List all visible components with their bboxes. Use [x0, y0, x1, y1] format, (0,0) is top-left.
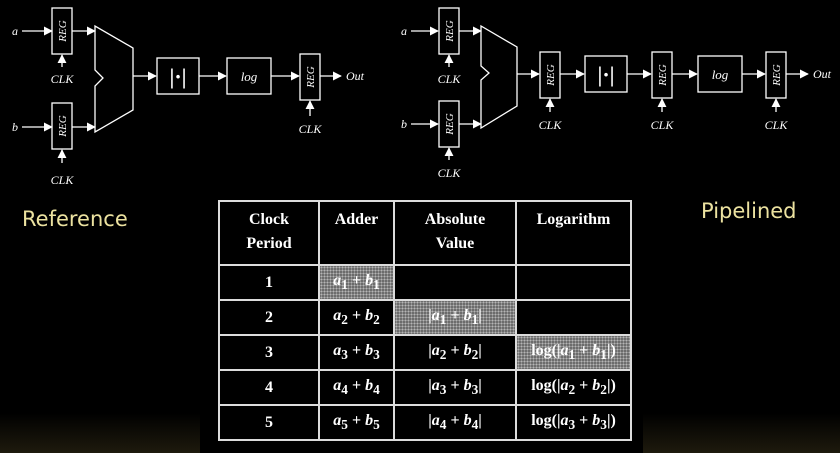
pipe-reg-3-label: REG — [771, 64, 783, 86]
cell-logarithm: log(|a1 + b1|) — [515, 334, 632, 371]
cell-absolute-value: |a2 + b2| — [393, 334, 517, 371]
ref-input-a-label: a — [12, 24, 18, 38]
cell-period: 5 — [218, 404, 320, 441]
cell-logarithm — [515, 264, 632, 301]
pipe-clk-a-label: CLK — [438, 72, 462, 86]
cell-adder: a5 + b5 — [318, 404, 395, 441]
pipe-clk-2-label: CLK — [651, 118, 675, 132]
cell-period: 2 — [218, 299, 320, 336]
ref-input-b-label: b — [12, 120, 18, 134]
cell-adder: a3 + b3 — [318, 334, 395, 371]
pipelined-circuit — [411, 7, 809, 160]
pipe-reg-b-label: REG — [444, 113, 456, 135]
header-logarithm: Logarithm — [515, 200, 632, 266]
cell-logarithm — [515, 299, 632, 336]
ref-reg-b-label: REG — [57, 115, 69, 137]
ref-reg-out-label: REG — [305, 66, 317, 88]
ref-reg-b — [51, 102, 73, 150]
cell-period: 3 — [218, 334, 320, 371]
reference-circuit — [22, 7, 342, 163]
pipe-reg-2-label: REG — [657, 64, 669, 86]
reference-caption: Reference — [22, 207, 128, 231]
pipe-input-b-label: b — [401, 117, 407, 131]
ref-reg-out — [299, 53, 321, 101]
ref-adder — [94, 24, 134, 134]
cell-absolute-value — [393, 264, 517, 301]
cell-absolute-value: |a1 + b1| — [393, 299, 517, 336]
pipe-clk-1-label: CLK — [539, 118, 563, 132]
pipe-reg-a-label: REG — [444, 20, 456, 42]
pipelined-caption: Pipelined — [701, 199, 797, 223]
pipe-abs-label: |·| — [597, 62, 614, 87]
pipe-out-label: Out — [813, 67, 832, 81]
cell-period: 4 — [218, 369, 320, 406]
ref-log-label: log — [241, 69, 258, 84]
ref-reg-a-label: REG — [57, 20, 69, 42]
cell-adder: a1 + b1 — [318, 264, 395, 301]
pipe-reg-1 — [539, 51, 561, 99]
pipe-reg-2 — [651, 51, 673, 99]
ref-clk-b-label: CLK — [51, 173, 75, 187]
pipe-reg-1-label: REG — [545, 64, 557, 86]
header-adder: Adder — [318, 200, 395, 266]
ref-abs-label: |·| — [169, 64, 186, 89]
cell-absolute-value: |a4 + b4| — [393, 404, 517, 441]
ref-clk-a-label: CLK — [51, 72, 75, 86]
cell-adder: a2 + b2 — [318, 299, 395, 336]
cell-logarithm: log(|a2 + b2|) — [515, 369, 632, 406]
pipe-clk-b-label: CLK — [438, 166, 462, 180]
pipe-clk-3-label: CLK — [765, 118, 789, 132]
cell-adder: a4 + b4 — [318, 369, 395, 406]
cell-period: 1 — [218, 264, 320, 301]
cell-absolute-value: |a3 + b3| — [393, 369, 517, 406]
pipe-adder — [480, 24, 518, 130]
pipe-reg-3 — [765, 51, 787, 99]
cell-logarithm: log(|a3 + b3|) — [515, 404, 632, 441]
ref-clk-out-label: CLK — [299, 122, 323, 136]
pipe-input-a-label: a — [401, 24, 407, 38]
ref-out-label: Out — [346, 69, 365, 83]
pipe-log-label: log — [712, 67, 729, 82]
